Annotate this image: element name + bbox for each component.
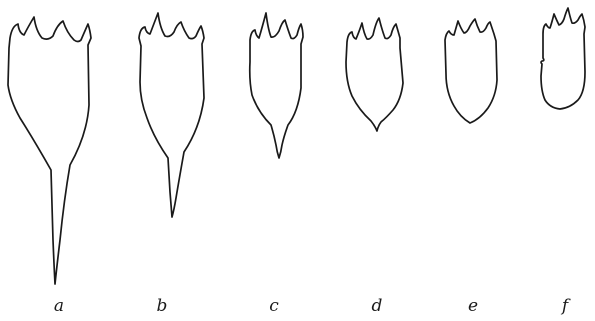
lorica-e-outline — [445, 19, 497, 123]
lorica-d-outline — [346, 18, 403, 131]
label-d: d — [367, 296, 387, 316]
lorica-b-outline — [139, 13, 204, 217]
label-f: f — [555, 296, 575, 316]
lorica-a-outline — [8, 17, 91, 284]
label-e: e — [463, 296, 483, 316]
lorica-c-outline — [250, 13, 303, 158]
label-b: b — [152, 296, 172, 316]
lorica-f-outline — [541, 8, 585, 109]
label-c: c — [264, 296, 284, 316]
label-a: a — [49, 296, 69, 316]
